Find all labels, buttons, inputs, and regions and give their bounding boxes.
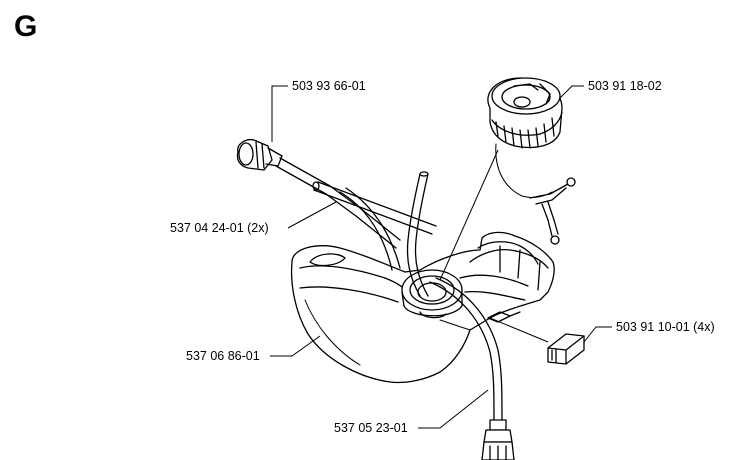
tank-vent-part bbox=[236, 138, 401, 249]
fuel-tank-part bbox=[290, 231, 555, 384]
part-label-503-93-66-01: 503 93 66-01 bbox=[292, 79, 366, 93]
fuel-hose-pair-part bbox=[312, 171, 437, 297]
part-label-503-91-18-02: 503 91 18-02 bbox=[588, 79, 662, 93]
part-label-537-04-24-01: 537 04 24-01 (2x) bbox=[170, 221, 269, 235]
part-label-537-06-86-01: 537 06 86-01 bbox=[186, 349, 260, 363]
rubber-buffer-part bbox=[547, 333, 585, 365]
part-label-503-91-10-01: 503 91 10-01 (4x) bbox=[616, 320, 715, 334]
leader-lines bbox=[270, 85, 612, 429]
fuel-cap-part bbox=[487, 77, 576, 245]
part-label-537-05-23-01: 537 05 23-01 bbox=[334, 421, 408, 435]
fuel-pickup-hose-part bbox=[429, 277, 515, 460]
section-letter: G bbox=[14, 10, 37, 43]
